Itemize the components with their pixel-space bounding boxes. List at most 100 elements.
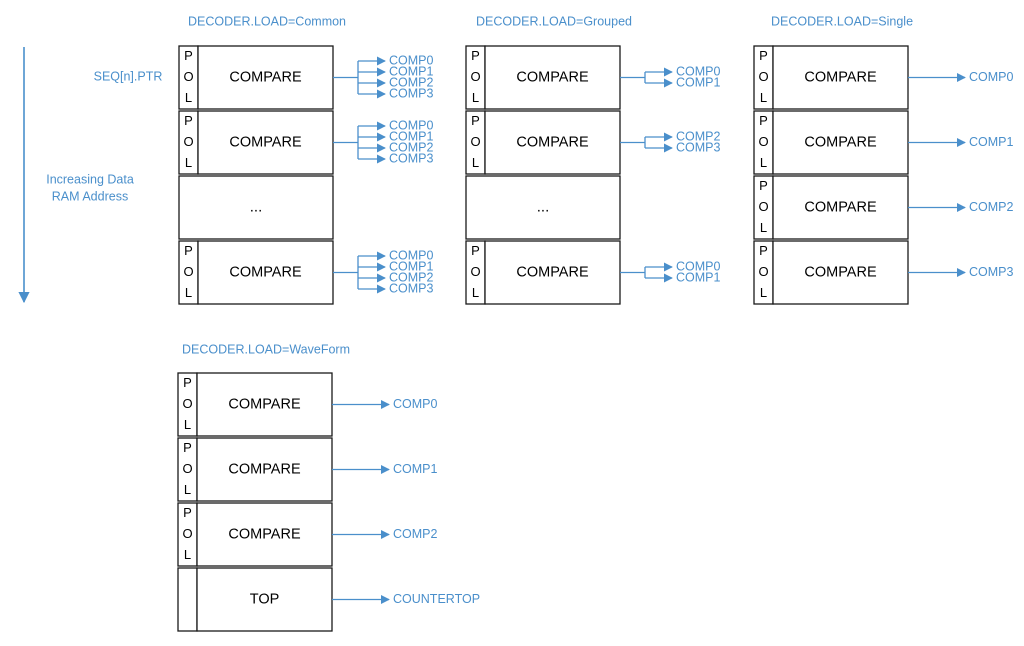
pol-letter: O [182,526,192,541]
address-label-line1: Increasing Data [46,172,134,186]
pol-letter: L [184,417,191,432]
compare-text: COMPARE [804,69,877,85]
panel-title: DECODER.LOAD=Grouped [476,14,632,28]
pol-letter: L [760,155,767,170]
pol-letter: P [183,505,192,520]
output-label: COMP2 [676,129,721,143]
output-label: COMP1 [389,129,434,143]
pol-letter: P [183,440,192,455]
panel-title: DECODER.LOAD=Single [771,14,913,28]
output-label: COUNTERTOP [393,592,480,606]
pol-letter: O [183,134,193,149]
pol-letter: O [470,69,480,84]
pol-letter: P [759,243,768,258]
pol-letter: P [184,243,193,258]
output-label: COMP3 [969,265,1014,279]
compare-text: COMPARE [804,199,877,215]
compare-box [484,240,621,305]
output-label: COMP1 [389,259,434,273]
pol-letter: P [759,178,768,193]
pol-letter: L [185,285,192,300]
pol-letter: O [182,396,192,411]
pol-letter: O [183,69,193,84]
pol-letter: P [184,113,193,128]
pol-letter: O [470,264,480,279]
compare-text: COMPARE [516,264,589,280]
register-row: ... [178,175,334,240]
ellipsis-text: ... [537,198,550,215]
compare-box [772,110,909,175]
pol-letter: P [183,375,192,390]
compare-text: COMPARE [229,69,302,85]
compare-text: COMPARE [229,134,302,150]
output-label: COMP2 [389,270,434,284]
panel-title: DECODER.LOAD=Common [188,14,346,28]
output-label: COMP3 [389,281,434,295]
compare-text: COMPARE [229,264,302,280]
pol-letter: O [758,134,768,149]
register-row: POL COMPARE COMP2 [177,502,438,567]
output-label: COMP0 [969,70,1014,84]
pol-letter: P [759,48,768,63]
compare-text: COMPARE [804,134,877,150]
pol-letter: L [472,155,479,170]
output-label: COMP1 [969,135,1014,149]
output-label: COMP0 [676,259,721,273]
output-label: COMP2 [393,527,438,541]
pol-letter: O [758,264,768,279]
compare-box [772,240,909,305]
pol-cell [177,567,198,632]
compare-box [196,437,333,502]
pol-letter: L [184,547,191,562]
compare-box [196,502,333,567]
pol-letter: L [760,220,767,235]
output-label: COMP3 [389,151,434,165]
pol-letter: L [472,90,479,105]
compare-box [484,45,621,110]
register-ellipsis-box [465,175,621,240]
pol-letter: L [760,90,767,105]
register-row: POL COMPARE COMP1 [177,437,438,502]
output-label: COMP2 [389,75,434,89]
output-label: COMP1 [393,462,438,476]
pol-letter: O [183,264,193,279]
register-ellipsis-box [178,175,334,240]
output-label: COMP1 [676,75,721,89]
pol-letter: P [184,48,193,63]
seq-ptr-label: SEQ[n].PTR [94,69,163,83]
pol-letter: P [471,243,480,258]
panel-title: DECODER.LOAD=WaveForm [182,342,350,356]
top-text: TOP [250,591,280,607]
register-row: ... [465,175,621,240]
compare-text: COMPARE [516,134,589,150]
pol-letter: O [182,461,192,476]
pol-letter: O [758,199,768,214]
compare-text: COMPARE [228,461,301,477]
output-label: COMP3 [389,86,434,100]
pol-letter: P [471,48,480,63]
compare-text: COMPARE [228,526,301,542]
compare-box [197,45,334,110]
panel-common: DECODER.LOAD=CommonPOLCOMPARECOMP0COMP1C… [178,14,434,305]
output-label: COMP2 [969,200,1014,214]
pol-letter: L [760,285,767,300]
pol-letter: L [185,90,192,105]
output-label: COMP0 [389,53,434,67]
pol-letter: L [184,482,191,497]
compare-box [772,45,909,110]
pol-letter: P [471,113,480,128]
pol-letter: L [472,285,479,300]
output-label: COMP0 [389,248,434,262]
